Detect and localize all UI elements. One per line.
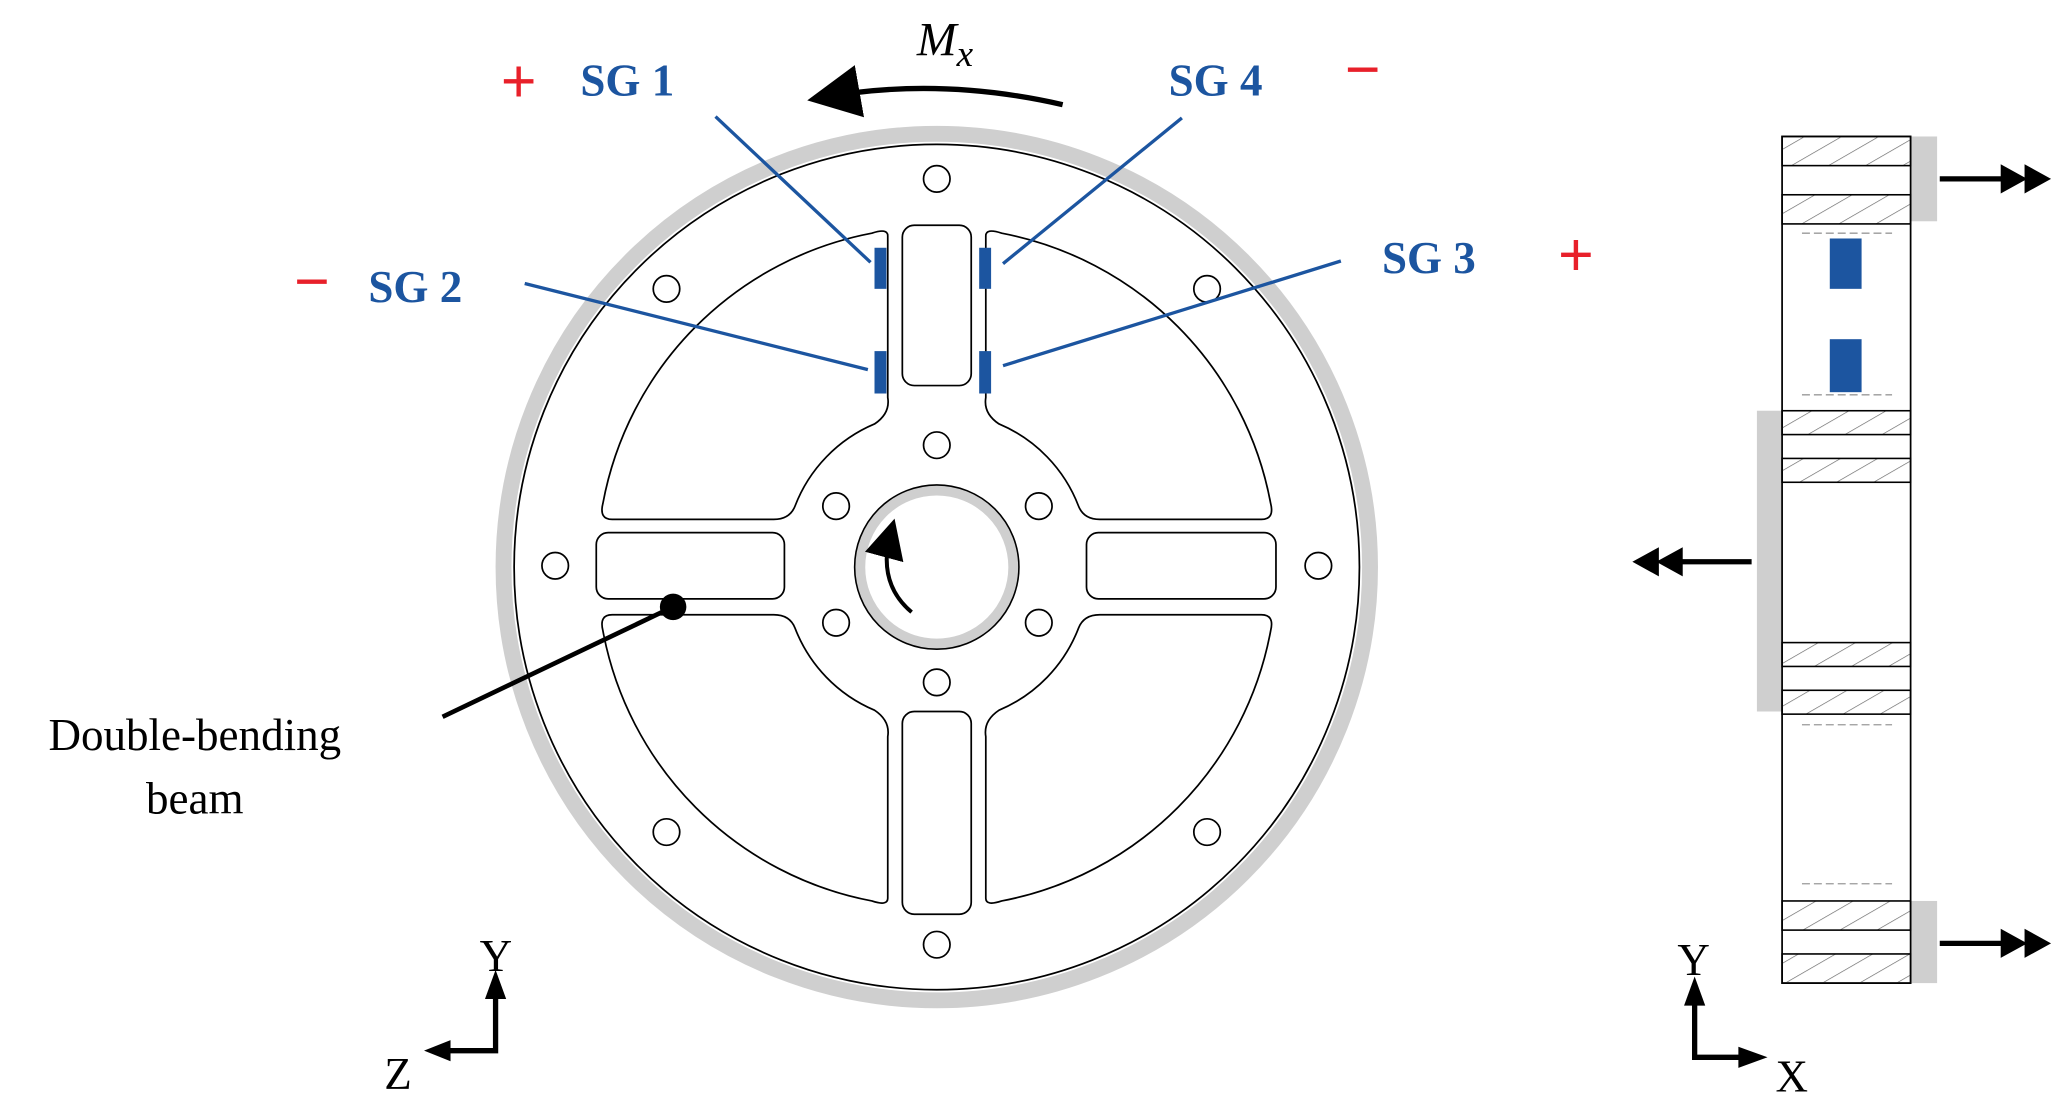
front-axis-z: Z xyxy=(384,1049,412,1099)
front-view: Mx + SG 1 − SG 2 SG 3 + SG 4 − Double-be… xyxy=(48,15,1593,1099)
sg3-sign: + xyxy=(1558,221,1594,289)
side-axis-y: Y xyxy=(1677,935,1710,985)
sg1-sign: + xyxy=(501,47,537,115)
sg4-sign: − xyxy=(1345,35,1381,103)
gauge-leaders xyxy=(524,115,1342,372)
sg2-label: SG 2 xyxy=(368,262,462,312)
side-axis-x: X xyxy=(1775,1052,1808,1102)
bolt-holes xyxy=(541,164,1333,959)
side-view: Y X xyxy=(1632,135,2052,1102)
sg4-label: SG 4 xyxy=(1169,55,1263,105)
center-bore xyxy=(854,484,1019,650)
rotation-arrow-icon xyxy=(865,518,913,614)
strain-gauges xyxy=(874,247,992,394)
side-gauge xyxy=(1829,238,1862,289)
spoke-windows xyxy=(595,224,1277,916)
moment-label: Mx xyxy=(916,15,974,76)
sg2-sign: − xyxy=(294,247,330,315)
side-gauge xyxy=(1829,339,1862,393)
moment-arrow-icon xyxy=(807,65,1064,118)
beam-label-line2: beam xyxy=(146,774,244,824)
front-axis-y: Y xyxy=(480,931,513,981)
sg1-label: SG 1 xyxy=(580,55,674,105)
beam-marker-icon xyxy=(659,593,687,621)
beam-label-line1: Double-bending xyxy=(48,710,341,760)
force-arrows-icon xyxy=(1632,164,2052,958)
sg3-label: SG 3 xyxy=(1382,233,1476,283)
side-axes xyxy=(1684,976,1768,1068)
front-axes xyxy=(424,969,507,1062)
